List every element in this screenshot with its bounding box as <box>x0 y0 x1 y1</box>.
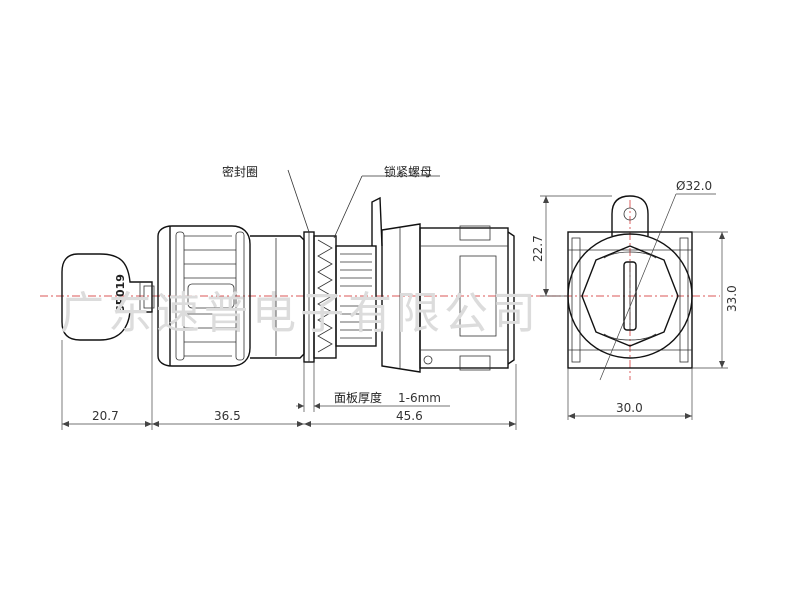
dim-key-length: 20.7 <box>92 409 119 423</box>
panel-thickness-label: 面板厚度 <box>334 390 382 405</box>
dim-center-height: 22.7 <box>531 235 545 262</box>
lock-nut-label: 锁紧螺母 <box>384 164 432 179</box>
lock-head <box>157 225 251 367</box>
dim-diameter: Ø32.0 <box>676 179 712 193</box>
watermark: 广东速普电子有限公司 <box>60 288 540 339</box>
mounting-tab <box>371 196 383 247</box>
panel-thickness-range: 1-6mm <box>398 391 441 405</box>
seal-ring-label: 密封圈 <box>222 164 258 179</box>
dim-body-length: 45.6 <box>396 409 423 423</box>
side-view: SP019 <box>40 164 560 430</box>
dim-overall-width: 30.0 <box>616 401 643 415</box>
front-view: Ø32.0 22.7 33.0 30.0 <box>531 179 739 420</box>
key: SP019 <box>61 253 155 341</box>
dim-overall-height: 33.0 <box>725 285 739 312</box>
threaded-shank <box>335 245 377 347</box>
front-tab <box>611 195 649 236</box>
key-marking: SP019 <box>114 274 127 313</box>
switch-body <box>381 223 515 373</box>
lock-nut-leader <box>333 175 363 239</box>
dim-head-length: 36.5 <box>214 409 241 423</box>
seal-ring-leader <box>287 169 310 233</box>
